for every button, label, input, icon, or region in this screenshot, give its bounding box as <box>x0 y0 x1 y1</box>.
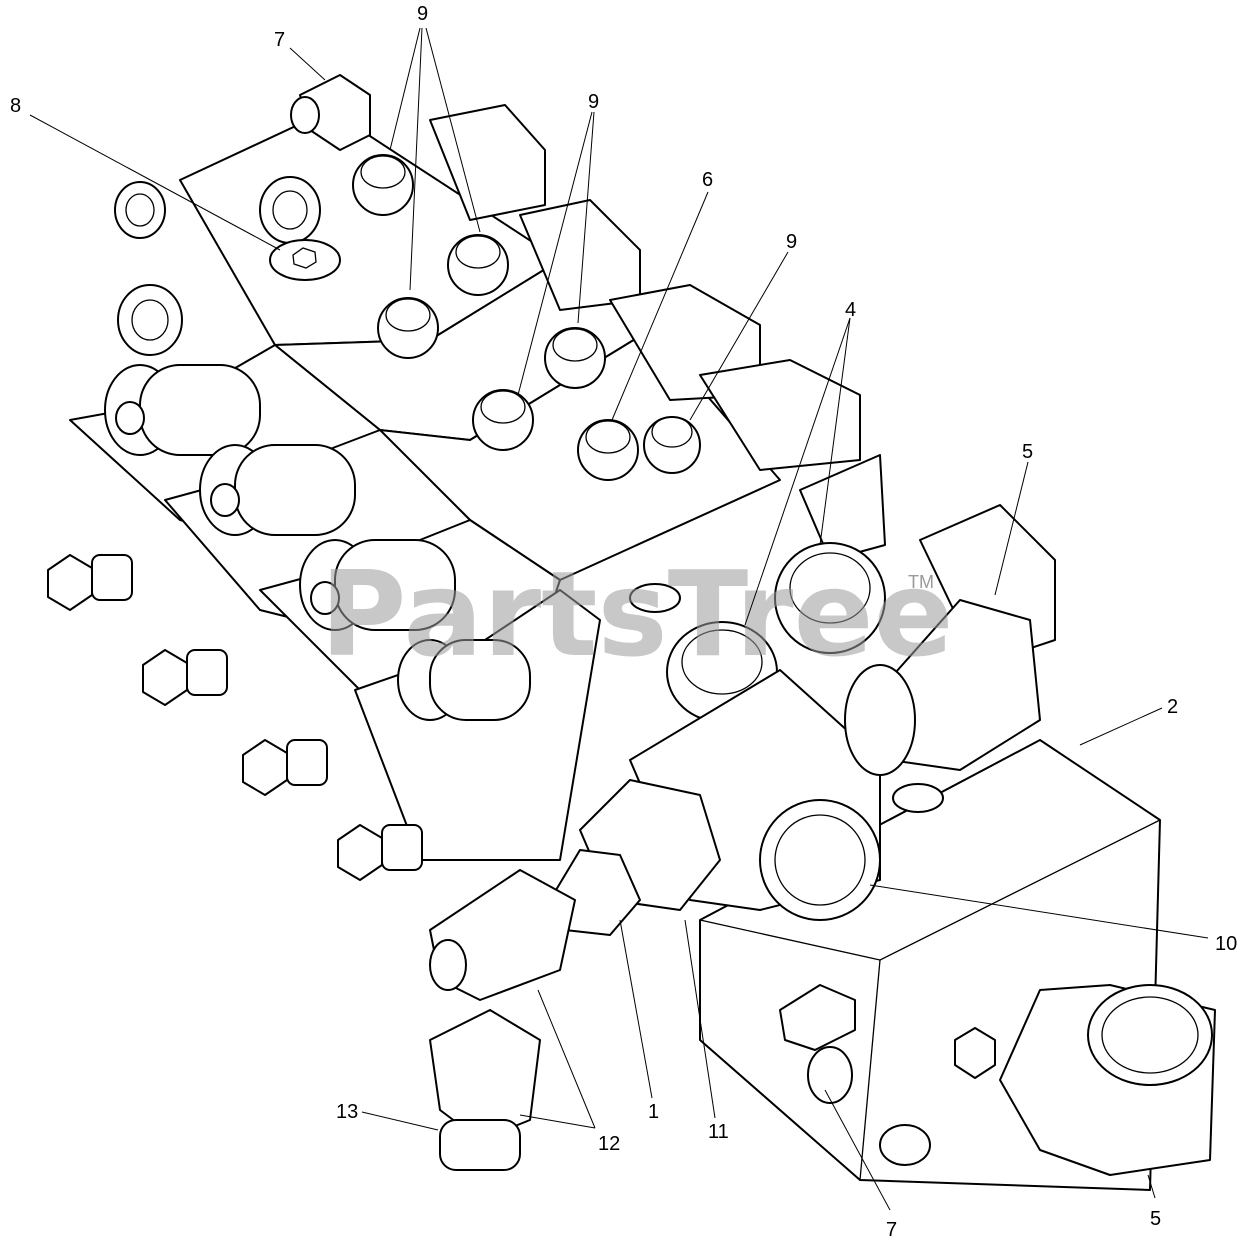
watermark: PartsTree TM <box>320 545 954 683</box>
callout-7-bottom: 7 <box>886 1219 897 1241</box>
callout-7-top: 7 <box>274 29 285 51</box>
callout-4: 4 <box>845 299 856 321</box>
callout-1: 1 <box>648 1101 659 1123</box>
callout-10: 10 <box>1215 933 1237 955</box>
callout-12: 12 <box>598 1133 620 1155</box>
callout-13: 13 <box>336 1101 358 1123</box>
callout-9-top: 9 <box>417 3 428 25</box>
callout-11: 11 <box>708 1121 729 1143</box>
callout-labels: 9 7 8 9 6 9 4 5 2 10 13 12 1 11 7 5 <box>10 3 1237 1241</box>
port-plugs <box>352 154 944 813</box>
callout-9-mid: 9 <box>588 91 599 113</box>
callout-2: 2 <box>1167 696 1178 718</box>
callout-5-top: 5 <box>1022 441 1033 463</box>
leader-lines <box>29 27 1209 1211</box>
solenoid-coils <box>104 364 531 721</box>
watermark-brand: PartsTree <box>320 545 954 683</box>
fittings-assembly <box>429 599 1216 1176</box>
side-hex-fittings <box>47 554 423 881</box>
callout-6: 6 <box>702 169 713 191</box>
callout-5-bottom: 5 <box>1150 1208 1161 1230</box>
callout-8: 8 <box>10 95 21 117</box>
electrical-connectors <box>114 74 371 356</box>
callout-9-right: 9 <box>786 231 797 253</box>
watermark-trademark: TM <box>908 572 934 592</box>
large-ports <box>666 542 886 723</box>
